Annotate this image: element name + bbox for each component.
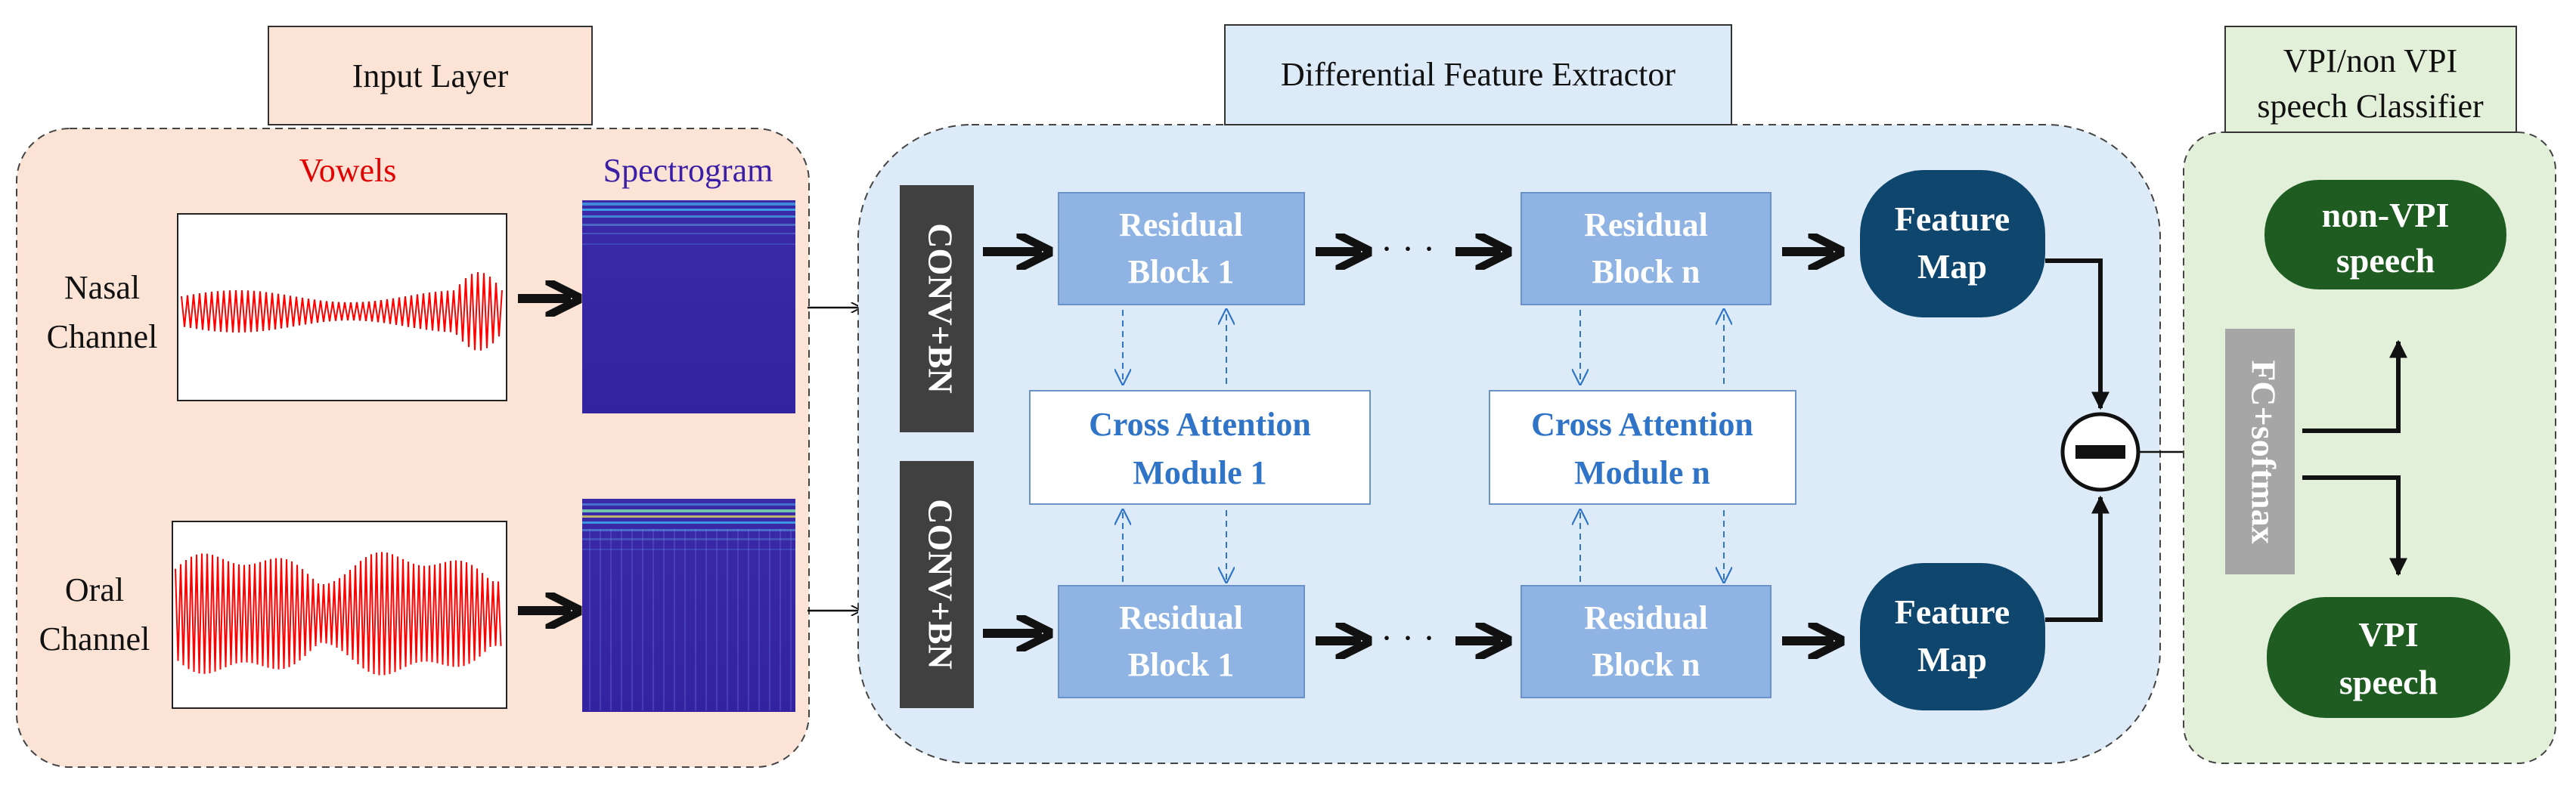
conv-bn-bottom-label: CONV+BN <box>921 499 959 670</box>
residual-block-1-top <box>1058 192 1305 305</box>
residual-block-1-bottom-line2: Block 1 <box>1128 646 1235 683</box>
residual-block-n-bottom-line2: Block n <box>1592 646 1700 683</box>
oral-waveform-box <box>172 521 507 709</box>
fm-top-to-minus <box>2045 258 2109 410</box>
residual-block-n-bottom-line1: Residual <box>1584 599 1708 636</box>
non-vpi-speech-node <box>2264 180 2506 289</box>
feature-map-bottom-line2: Map <box>1917 640 1987 679</box>
vpi-line1: VPI <box>2358 615 2418 654</box>
residual-block-n-top-line2: Block n <box>1592 253 1700 290</box>
extractor-title-box <box>1224 24 1732 125</box>
feature-map-top-line1: Feature <box>1895 200 2010 238</box>
conv-bn-top <box>900 185 974 432</box>
cross-attention-module-n <box>1489 390 1796 505</box>
feature-map-top <box>1860 170 2045 317</box>
classifier-title-line2: speech Classifier <box>2257 88 2484 125</box>
cross-attention-1-line2: Module 1 <box>1133 454 1266 491</box>
nasal-waveform <box>181 271 503 351</box>
ellipsis-top: · · · <box>1381 229 1435 269</box>
nasal-channel-label-1: Nasal <box>64 269 140 306</box>
feature-map-bottom <box>1860 563 2045 710</box>
vowels-label: Vowels <box>299 152 397 189</box>
extractor-title: Differential Feature Extractor <box>1281 56 1675 93</box>
non-vpi-line2: speech <box>2336 241 2435 280</box>
nasal-channel-label-2: Channel <box>47 318 158 355</box>
fc-softmax-label: FC+softmax <box>2244 360 2283 543</box>
residual-block-1-top-line2: Block 1 <box>1128 253 1235 290</box>
fc-softmax-box <box>2225 329 2295 574</box>
residual-block-1-bottom <box>1058 585 1305 698</box>
oral-waveform <box>175 552 502 676</box>
conv-bn-bottom <box>900 461 974 708</box>
vpi-speech-node <box>2267 597 2510 718</box>
residual-block-1-top-line1: Residual <box>1119 206 1243 243</box>
fc-to-non-vpi-arrow <box>2302 339 2407 433</box>
classifier-title-box <box>2224 26 2517 133</box>
conv-bn-top-label: CONV+BN <box>921 223 959 394</box>
oral-channel-label-2: Channel <box>39 620 150 658</box>
cross-attention-n-line1: Cross Attention <box>1531 406 1753 443</box>
cross-attention-1-line1: Cross Attention <box>1089 406 1311 443</box>
input-layer-title-box <box>268 26 593 125</box>
fc-to-vpi-arrow <box>2302 475 2407 577</box>
feature-map-bottom-line1: Feature <box>1895 593 2010 631</box>
residual-block-n-top <box>1520 192 1772 305</box>
fm-bottom-to-minus <box>2045 495 2109 622</box>
subtraction-icon <box>2060 412 2140 492</box>
cross-attention-n-line2: Module n <box>1574 454 1710 491</box>
residual-block-n-bottom <box>1520 585 1772 698</box>
residual-block-n-top-line1: Residual <box>1584 206 1708 243</box>
input-layer-title: Input Layer <box>352 57 509 94</box>
vpi-line2: speech <box>2339 663 2438 701</box>
residual-block-1-bottom-line1: Residual <box>1119 599 1243 636</box>
oral-spectrogram <box>582 499 795 712</box>
spectrogram-label: Spectrogram <box>603 152 773 189</box>
non-vpi-line1: non-VPI <box>2322 196 2450 234</box>
feature-map-top-line2: Map <box>1917 247 1987 286</box>
cross-attention-module-1 <box>1029 390 1371 505</box>
nasal-waveform-box <box>177 213 507 401</box>
nasal-spectrogram <box>582 200 795 413</box>
oral-channel-label-1: Oral <box>65 571 124 608</box>
classifier-title-line1: VPI/non VPI <box>2283 42 2457 79</box>
ellipsis-bottom: · · · <box>1381 618 1435 658</box>
